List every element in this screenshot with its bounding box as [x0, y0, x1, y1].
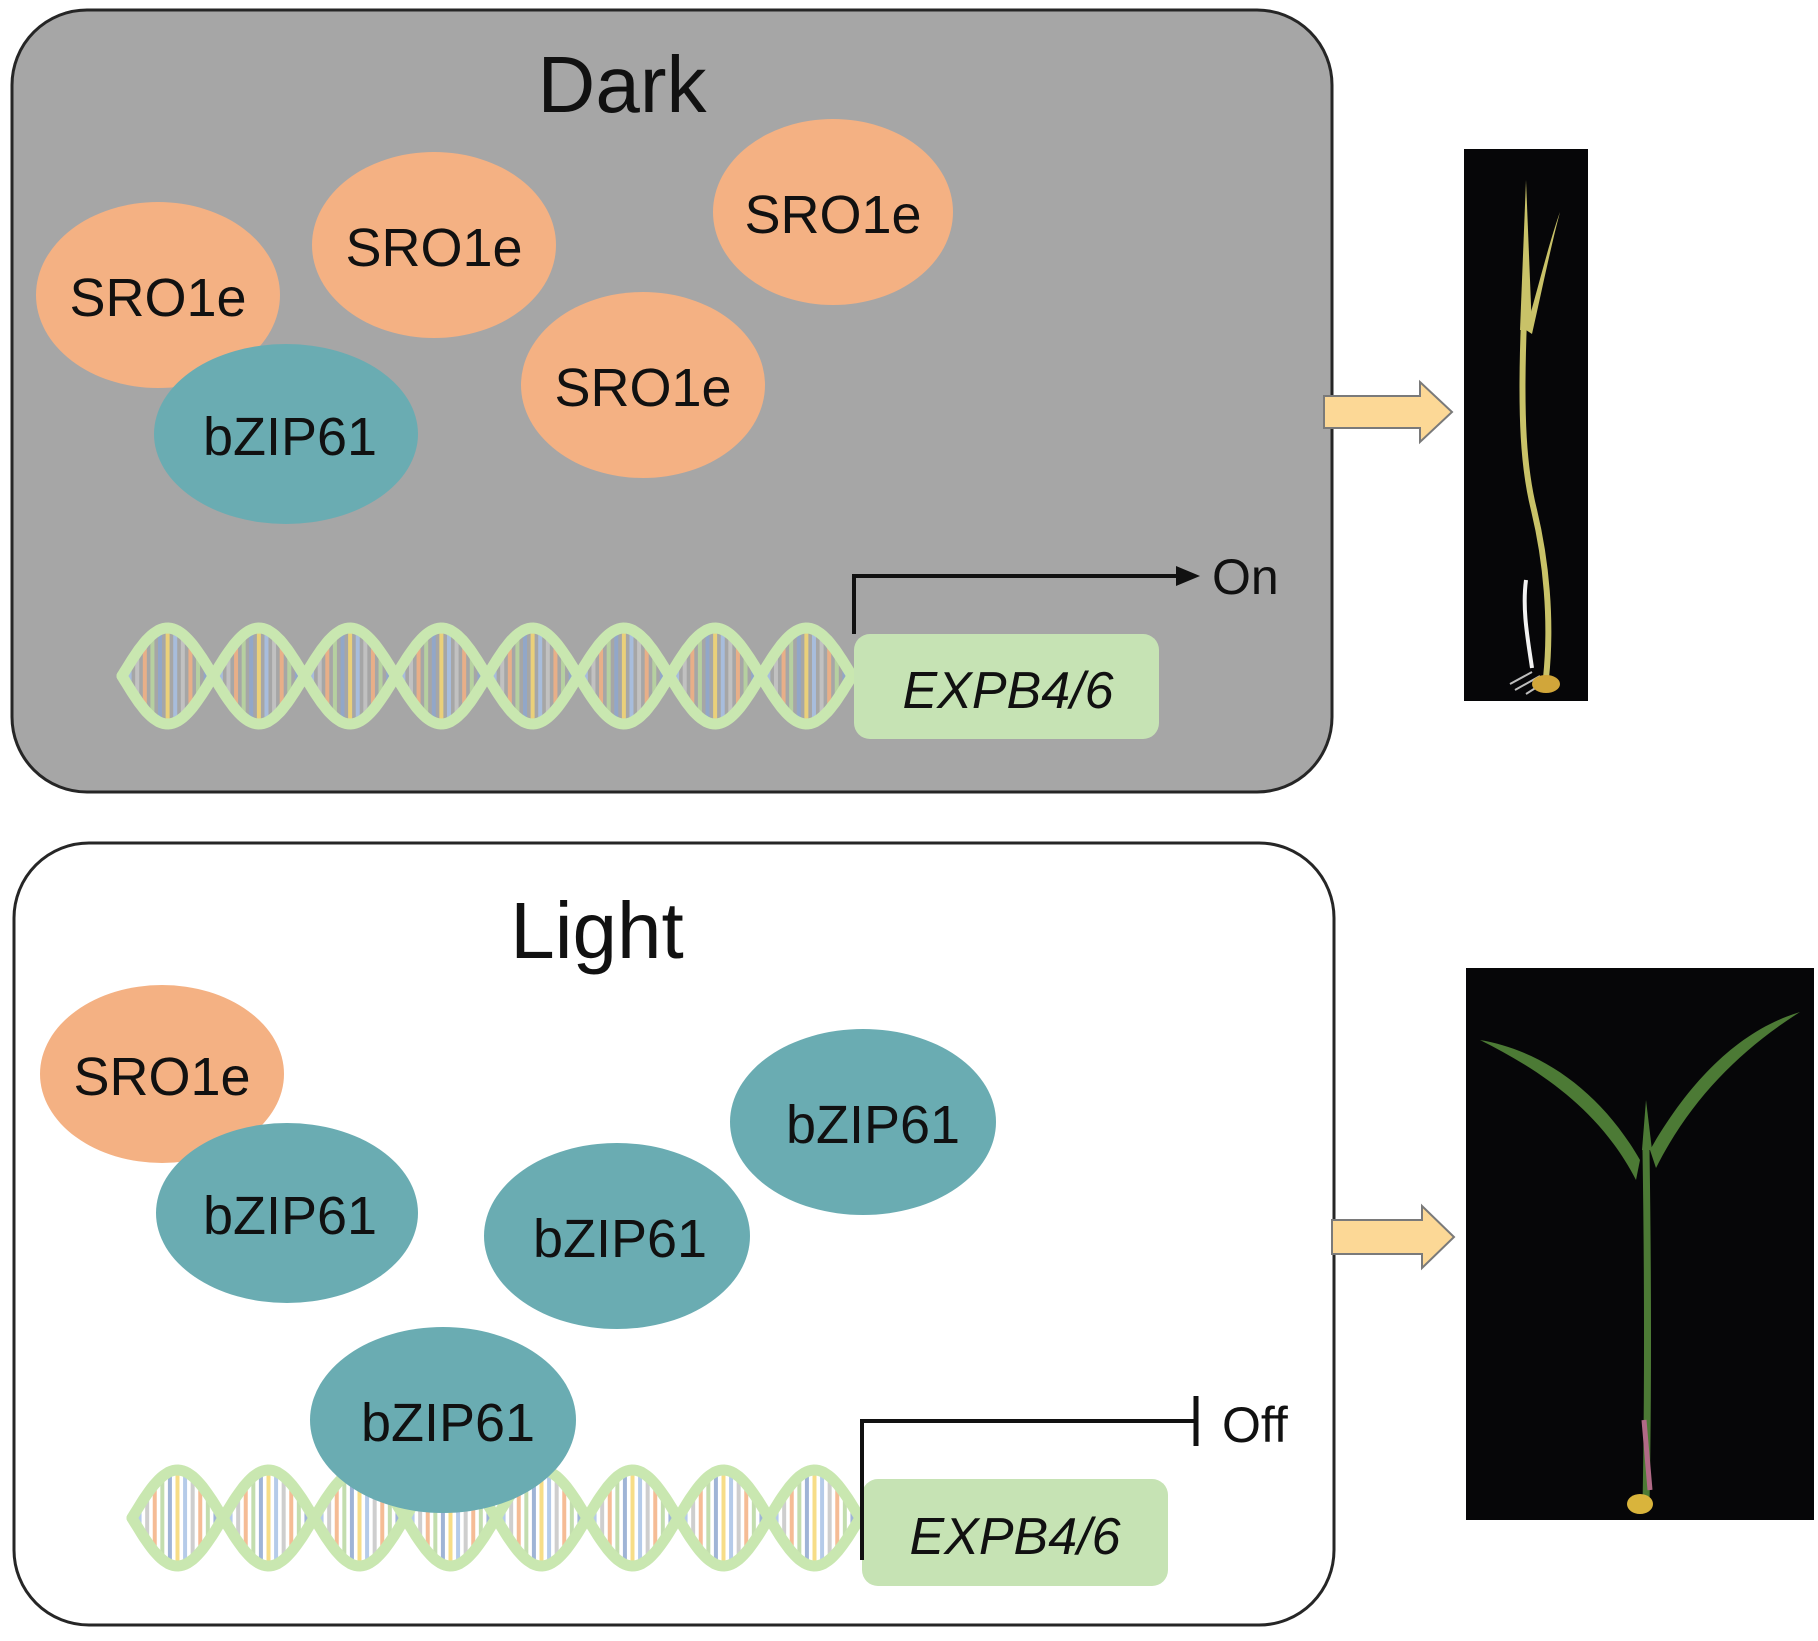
- sro1e-ellipse: [713, 119, 953, 305]
- light-protein-bzip61-1: bZIP61: [156, 1123, 418, 1303]
- light-status-label: Off: [1222, 1397, 1288, 1453]
- seedling-coleoptile: [1520, 180, 1532, 330]
- dark-gene-label: EXPB4/6: [902, 662, 1113, 720]
- sro1e-label: SRO1e: [554, 358, 731, 418]
- sro1e-label: SRO1e: [69, 268, 246, 328]
- sro1e-ellipse: [521, 292, 765, 478]
- bzip61-ellipse: [730, 1029, 996, 1215]
- light-panel: SRO1e bZIP61 bZIP61 bZIP61 EXPB4/6 bZIP6…: [12, 841, 1336, 1627]
- dark-protein-sro1e-4: SRO1e: [521, 292, 765, 478]
- sro1e-label: SRO1e: [73, 1047, 250, 1107]
- sro1e-label: SRO1e: [345, 218, 522, 278]
- dark-protein-bzip61: bZIP61: [154, 344, 418, 524]
- light-protein-bzip61-bound: bZIP61: [310, 1327, 576, 1513]
- dark-dna-helix: [116, 622, 858, 730]
- sro1e-ellipse: [40, 985, 284, 1163]
- bzip61-label: bZIP61: [533, 1209, 707, 1269]
- seedling-stem: [1519, 319, 1552, 679]
- seed-kernel: [1532, 675, 1560, 693]
- bzip61-ellipse: [154, 344, 418, 524]
- light-gene-label: EXPB4/6: [909, 1508, 1120, 1566]
- sro1e-ellipse: [36, 202, 280, 388]
- bzip61-ellipse: [156, 1123, 418, 1303]
- dark-protein-sro1e-2: SRO1e: [312, 152, 556, 338]
- seedling-leaf: [1526, 212, 1560, 334]
- seedling-mesocotyl: [1641, 1419, 1653, 1491]
- light-protein-bzip61-3: bZIP61: [730, 1029, 996, 1215]
- seedling-root: [1522, 579, 1534, 669]
- dna-strand: [126, 1464, 866, 1572]
- bzip61-label: bZIP61: [786, 1095, 960, 1155]
- transcription-off-repression: [860, 1396, 1199, 1560]
- dark-result-arrow: [1323, 379, 1454, 445]
- light-protein-bzip61-2: bZIP61: [484, 1143, 750, 1329]
- transcription-on-arrow: [852, 566, 1200, 634]
- sro1e-label: SRO1e: [744, 185, 921, 245]
- dark-protein-sro1e-3: SRO1e: [713, 119, 953, 305]
- dark-protein-sro1e-1: SRO1e: [36, 202, 280, 388]
- seed-kernel: [1627, 1494, 1653, 1514]
- bzip61-ellipse: [484, 1143, 750, 1329]
- light-panel-title: Light: [510, 886, 683, 975]
- dark-panel-title: Dark: [538, 40, 708, 129]
- light-grown-seedling-photo: [1466, 968, 1814, 1520]
- bzip61-label: bZIP61: [203, 407, 377, 467]
- bzip61-label: bZIP61: [203, 1186, 377, 1246]
- bzip61-ellipse: [310, 1327, 576, 1513]
- sro1e-ellipse: [312, 152, 556, 338]
- bzip61-label: bZIP61: [361, 1393, 535, 1453]
- light-result-arrow: [1331, 1203, 1456, 1271]
- dna-strand: [116, 622, 858, 730]
- light-dna-helix: [126, 1464, 866, 1572]
- light-gene-box: [862, 1479, 1168, 1586]
- seedling-center-leaf: [1642, 1100, 1652, 1150]
- dark-panel: SRO1e SRO1e SRO1e SRO1e bZIP61 EXPB4/6: [10, 8, 1334, 794]
- light-protein-sro1e: SRO1e: [40, 985, 284, 1163]
- dark-grown-seedling-photo: [1464, 149, 1588, 701]
- dark-gene-box: [854, 634, 1159, 739]
- dark-status-label: On: [1212, 549, 1279, 605]
